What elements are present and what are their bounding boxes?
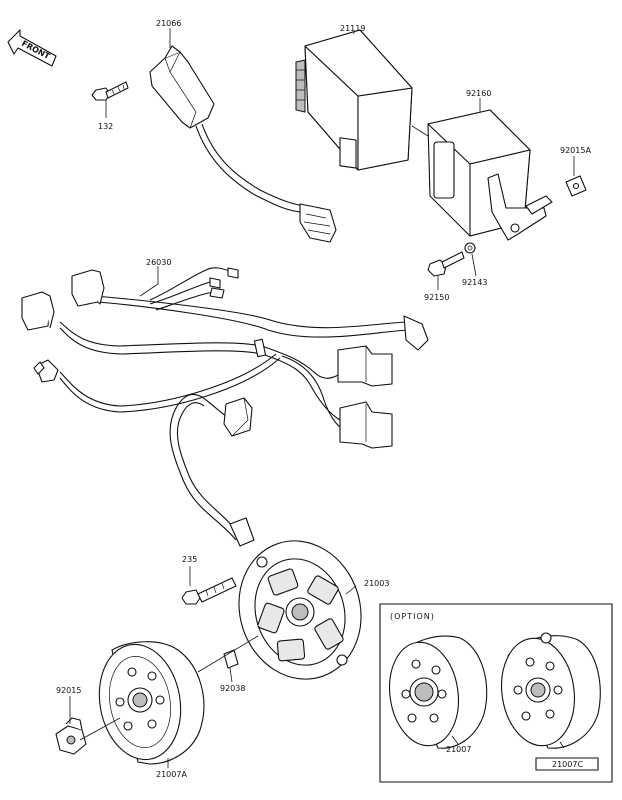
- part-number-labels: 21066 132 21119 92160 92015A 92143 92150…: [56, 19, 599, 779]
- part-235-bolt[interactable]: [181, 577, 237, 605]
- part-92015-nut[interactable]: [55, 717, 87, 755]
- part-92143-collar[interactable]: [464, 242, 476, 254]
- part-21003-stator[interactable]: [221, 525, 378, 695]
- label-26030: 26030: [146, 258, 171, 267]
- option-box: (OPTION): [379, 603, 613, 783]
- part-92015A-nut[interactable]: [565, 175, 587, 197]
- part-132-bolt[interactable]: [91, 81, 129, 101]
- stator-lead: [169, 393, 255, 547]
- part-21119-ecu[interactable]: [295, 29, 413, 171]
- label-21007A: 21007A: [156, 770, 187, 779]
- part-21007-flywheel-option[interactable]: [383, 635, 488, 750]
- label-92160: 92160: [466, 89, 491, 98]
- front-arrow: FRONT: [7, 29, 57, 67]
- part-26030-harness[interactable]: [21, 267, 429, 449]
- label-21066: 21066: [156, 19, 181, 28]
- label-21007C: 21007C: [552, 760, 583, 769]
- label-132: 132: [98, 122, 113, 131]
- part-21007A-flywheel[interactable]: [91, 638, 205, 766]
- label-21119: 21119: [340, 24, 365, 33]
- part-92038-key[interactable]: [223, 649, 239, 669]
- label-92143: 92143: [462, 278, 487, 287]
- part-92160-bracket[interactable]: [427, 109, 553, 241]
- part-21066-regulator[interactable]: [149, 45, 337, 243]
- option-box-title: (OPTION): [390, 612, 435, 621]
- label-92015: 92015: [56, 686, 81, 695]
- label-92150: 92150: [424, 293, 449, 302]
- part-92150-bolt[interactable]: [427, 251, 465, 277]
- label-92038: 92038: [220, 684, 245, 693]
- label-21007C-box: [535, 757, 599, 771]
- label-21007: 21007: [446, 745, 471, 754]
- label-235: 235: [182, 555, 197, 564]
- label-21003: 21003: [364, 579, 389, 588]
- leader-lines: [69, 28, 575, 768]
- part-21007C-flywheel-option[interactable]: [495, 632, 601, 750]
- label-92015A: 92015A: [560, 146, 591, 155]
